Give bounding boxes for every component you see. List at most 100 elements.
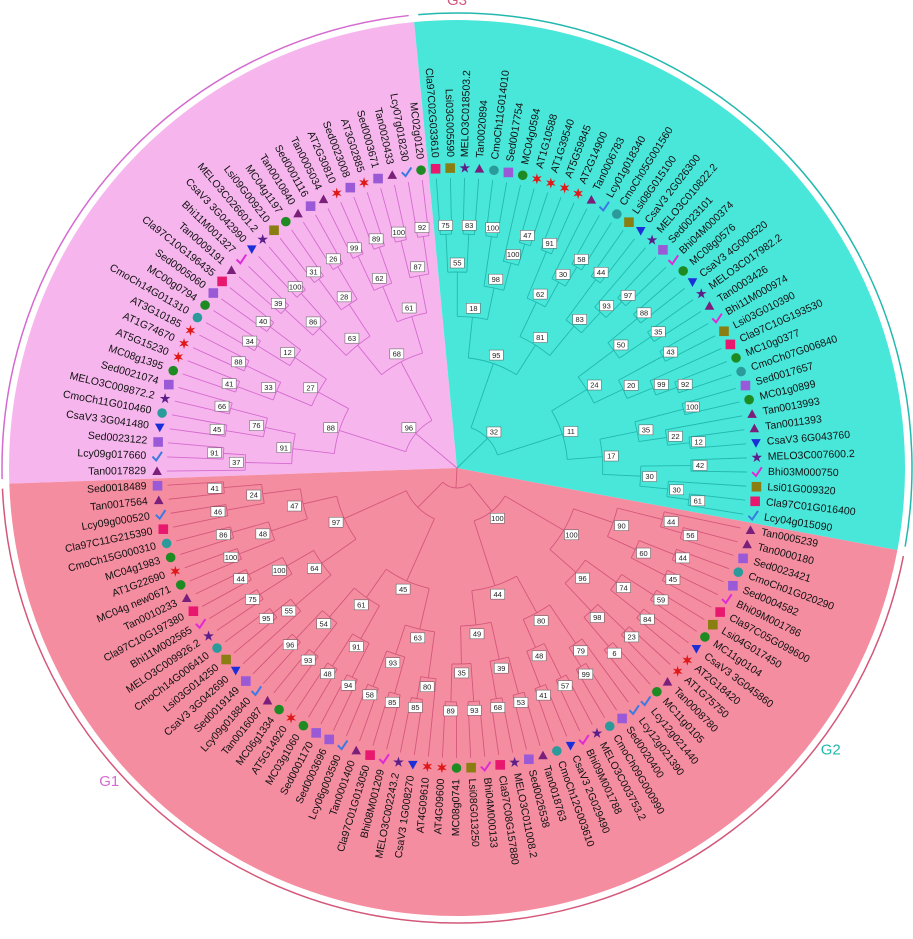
- bootstrap-text: 63: [414, 634, 422, 643]
- bootstrap-text: 35: [642, 426, 650, 435]
- bootstrap-text: 84: [643, 615, 651, 624]
- bootstrap-value: 90: [615, 521, 629, 531]
- bootstrap-text: 96: [405, 423, 413, 432]
- bootstrap-value: 100: [685, 402, 699, 412]
- bootstrap-text: 92: [418, 223, 426, 232]
- bootstrap-value: 81: [533, 333, 547, 343]
- bootstrap-text: 41: [539, 691, 547, 700]
- bootstrap-value: 12: [692, 437, 706, 447]
- bootstrap-value: 88: [231, 357, 245, 367]
- bootstrap-value: 84: [640, 614, 654, 624]
- bootstrap-text: 100: [686, 403, 699, 412]
- bootstrap-text: 93: [304, 656, 312, 665]
- bootstrap-value: 98: [489, 274, 503, 284]
- bootstrap-value: 58: [363, 690, 377, 700]
- bootstrap-value: 100: [392, 227, 406, 237]
- bootstrap-text: 44: [237, 574, 245, 583]
- bootstrap-value: 35: [639, 425, 653, 435]
- bootstrap-value: 41: [208, 483, 222, 493]
- species-marker-square: [445, 163, 455, 173]
- bootstrap-text: 61: [357, 601, 365, 610]
- species-marker-square: [504, 168, 514, 178]
- bootstrap-text: 79: [577, 647, 585, 656]
- bootstrap-value: 41: [536, 690, 550, 700]
- bootstrap-text: 24: [250, 491, 258, 500]
- species-marker-square: [306, 201, 316, 211]
- leaf-label: Bhi03M000750: [768, 466, 839, 479]
- bootstrap-text: 75: [441, 221, 449, 230]
- species-marker-circle: [700, 632, 710, 642]
- bootstrap-text: 80: [423, 682, 431, 691]
- bootstrap-value: 62: [533, 289, 547, 299]
- bootstrap-value: 100: [564, 530, 578, 540]
- bootstrap-text: 11: [567, 427, 575, 436]
- species-marker-square: [365, 750, 375, 760]
- bootstrap-value: 35: [651, 327, 665, 337]
- bootstrap-value: 98: [590, 613, 604, 623]
- bootstrap-value: 100: [490, 513, 504, 523]
- species-marker-square: [153, 437, 163, 447]
- bootstrap-value: 61: [354, 600, 368, 610]
- bootstrap-text: 26: [329, 255, 337, 264]
- species-marker-square: [752, 482, 762, 492]
- bootstrap-text: 58: [577, 255, 585, 264]
- bootstrap-value: 26: [326, 254, 340, 264]
- bootstrap-value: 6: [607, 648, 621, 658]
- bootstrap-text: 31: [309, 268, 317, 277]
- bootstrap-text: 100: [289, 282, 302, 291]
- species-marker-square: [373, 174, 383, 184]
- bootstrap-value: 74: [617, 583, 631, 593]
- bootstrap-text: 55: [285, 607, 293, 616]
- leaf-label: Tan0017829: [88, 465, 146, 478]
- bootstrap-text: 30: [645, 472, 653, 481]
- bootstrap-value: 62: [372, 273, 386, 283]
- bootstrap-text: 17: [607, 452, 615, 461]
- bootstrap-text: 33: [264, 383, 272, 392]
- bootstrap-value: 27: [304, 383, 318, 393]
- bootstrap-text: 30: [673, 486, 681, 495]
- bootstrap-text: 12: [694, 438, 702, 447]
- bootstrap-value: 75: [439, 220, 453, 230]
- bootstrap-text: 100: [565, 531, 578, 540]
- bootstrap-value: 58: [574, 254, 588, 264]
- bootstrap-text: 18: [469, 304, 477, 313]
- bootstrap-value: 41: [222, 379, 236, 389]
- bootstrap-value: 83: [573, 314, 587, 324]
- bootstrap-text: 100: [393, 228, 406, 237]
- bootstrap-value: 32: [487, 427, 501, 437]
- bootstrap-value: 100: [486, 223, 500, 233]
- bootstrap-value: 89: [369, 234, 383, 244]
- bootstrap-value: 79: [574, 646, 588, 656]
- bootstrap-text: 48: [323, 669, 331, 678]
- bootstrap-text: 64: [310, 564, 318, 573]
- bootstrap-text: 60: [639, 549, 647, 558]
- bootstrap-text: 47: [290, 502, 298, 511]
- bootstrap-text: 83: [465, 221, 473, 230]
- species-marker-square: [708, 620, 718, 630]
- bootstrap-value: 91: [349, 642, 363, 652]
- bootstrap-text: 62: [536, 290, 544, 299]
- bootstrap-value: 99: [654, 379, 668, 389]
- bootstrap-value: 75: [246, 594, 260, 604]
- bootstrap-text: 41: [225, 379, 233, 388]
- bootstrap-text: 91: [210, 449, 218, 458]
- bootstrap-value: 93: [301, 655, 315, 665]
- bootstrap-value: 59: [654, 595, 668, 605]
- bootstrap-text: 54: [320, 619, 328, 628]
- bootstrap-text: 100: [273, 566, 286, 575]
- bootstrap-text: 49: [473, 629, 481, 638]
- bootstrap-text: 35: [654, 327, 662, 336]
- bootstrap-text: 32: [490, 428, 498, 437]
- bootstrap-text: 34: [246, 337, 254, 346]
- bootstrap-value: 53: [514, 697, 528, 707]
- species-marker-square: [726, 340, 736, 350]
- species-marker-circle: [157, 408, 167, 418]
- bootstrap-value: 45: [210, 424, 224, 434]
- bootstrap-value: 48: [256, 529, 270, 539]
- bootstrap-text: 93: [389, 658, 397, 667]
- bootstrap-text: 12: [283, 348, 291, 357]
- bootstrap-text: 45: [399, 585, 407, 594]
- bootstrap-value: 20: [624, 380, 638, 390]
